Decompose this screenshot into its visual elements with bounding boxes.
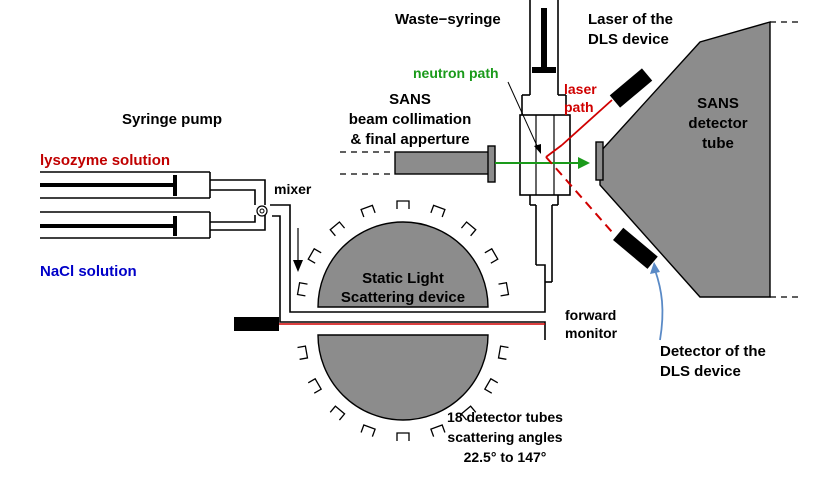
laser-paths — [545, 99, 613, 233]
detector-tube-bracket — [396, 432, 410, 441]
label-forward-monitor: forward — [565, 307, 616, 323]
detector-tube-bracket — [360, 424, 376, 437]
label-sls: Static Light — [362, 270, 444, 287]
label-detector-tubes-2: scattering angles — [447, 429, 562, 445]
neutron-path — [495, 157, 590, 169]
label-detector-dls: Detector of the — [660, 343, 766, 360]
detector-tube-bracket — [430, 424, 446, 437]
label-sls-2: Scattering device — [341, 289, 465, 306]
sls-device — [234, 221, 545, 421]
detector-tube-bracket — [307, 247, 322, 264]
detector-tube-bracket — [497, 345, 509, 360]
detector-tube-bracket — [430, 204, 446, 218]
label-laser-path: laser — [564, 81, 597, 97]
detector-tube-bracket — [307, 377, 323, 394]
dls-detector-pointer — [650, 262, 664, 341]
dls-laser — [609, 68, 653, 108]
sans-detector-tube — [595, 21, 800, 298]
label-sans-beam-2: beam collimation — [349, 111, 472, 128]
label-detector-tubes-3: 22.5° to 147° — [464, 449, 547, 465]
label-laser-dls: Laser of the — [588, 11, 673, 28]
syringe-pump — [40, 171, 211, 239]
label-laser-dls-2: DLS device — [588, 31, 669, 48]
detector-tube-bracket — [329, 405, 346, 421]
detector-tube-bracket — [329, 221, 346, 237]
detector-tube-bracket — [396, 200, 410, 209]
label-syringe-pump: Syringe pump — [122, 111, 222, 128]
label-sans-beam: SANS — [389, 91, 431, 108]
label-mixer: mixer — [274, 181, 312, 197]
detector-tube-bracket — [296, 281, 308, 297]
sls-detector-tubes-bottom — [297, 345, 509, 441]
sample-cell — [519, 114, 571, 282]
detector-tube-bracket — [360, 204, 376, 218]
label-detector-dls-2: DLS device — [660, 363, 741, 380]
label-nacl: NaCl solution — [40, 263, 137, 280]
dls-detector — [613, 227, 658, 269]
label-sans-detector-2: detector — [688, 115, 747, 132]
neutron-path-pointer — [507, 81, 541, 154]
detector-tube-bracket — [498, 281, 510, 297]
detector-tube-bracket — [460, 221, 477, 237]
detector-tube-bracket — [460, 405, 477, 421]
sans-collimation — [340, 145, 496, 183]
label-forward-monitor-2: monitor — [565, 325, 618, 341]
label-neutron-path: neutron path — [413, 65, 499, 81]
label-laser-path-2: path — [564, 99, 594, 115]
label-sans-detector: SANS — [697, 95, 739, 112]
label-detector-tubes: 18 detector tubes — [447, 409, 563, 425]
detector-tube-bracket — [483, 377, 499, 394]
waste-syringe — [521, 0, 567, 115]
detector-tube-bracket — [484, 247, 499, 264]
detector-tube-bracket — [297, 345, 309, 360]
label-sans-beam-3: & final apperture — [350, 131, 469, 148]
label-lysozyme: lysozyme solution — [40, 152, 170, 169]
label-sans-detector-3: tube — [702, 135, 734, 152]
tubing — [210, 179, 552, 340]
sls-detector-tubes-top — [296, 200, 510, 297]
label-waste-syringe: Waste−syringe — [395, 11, 501, 28]
